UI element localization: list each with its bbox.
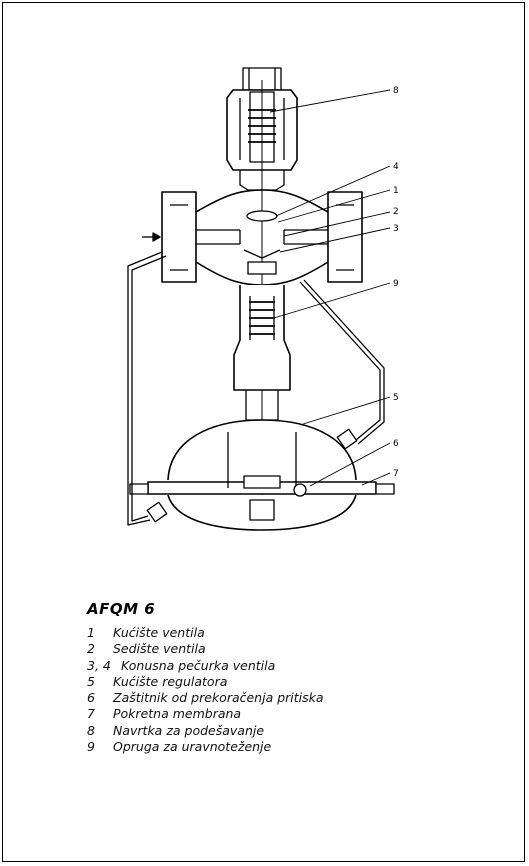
legend-number: 8	[87, 722, 95, 738]
legend-text: Sedište ventila	[113, 641, 206, 657]
callout-7: 7	[393, 469, 399, 479]
legend-number: 5	[87, 673, 95, 689]
callout-labels: 8 4 1 2 3 9 5 6 7	[393, 86, 399, 479]
callout-8: 8	[393, 86, 399, 96]
legend-item: 6 Zaštitnik od prekoračenja pritiska	[87, 690, 507, 706]
legend-item: 5 Kućište regulatora	[87, 674, 507, 690]
callout-6: 6	[393, 439, 399, 449]
callout-2: 2	[393, 207, 399, 217]
legend-item: 2 Sedište ventila	[87, 641, 507, 657]
leader-lines	[269, 89, 391, 487]
legend-number: 2	[87, 641, 95, 657]
parts-legend: 1 Kućište ventila 2 Sedište ventila 3, 4 Ko…	[87, 625, 507, 755]
legend-text: Zaštitnik od prekoračenja pritiska	[113, 690, 324, 706]
legend-item: 3, 4 Konusna pečurka ventila	[87, 658, 507, 674]
legend-item: 8 Navrtka za podešavanje	[87, 723, 507, 739]
legend-item: 7 Pokretna membrana	[87, 706, 507, 722]
legend-number: 1	[87, 625, 95, 640]
legend-text: Kućište regulatora	[113, 673, 228, 689]
legend-text: Pokretna membrana	[113, 706, 242, 722]
legend-item: 9 Opruga za uravnoteženje	[87, 739, 507, 755]
regulator-housing	[129, 419, 395, 531]
callout-3: 3	[393, 224, 399, 234]
legend-text: Navrtka za podešavanje	[113, 722, 265, 738]
figure-title: AFQM 6	[87, 600, 156, 618]
callout-9: 9	[393, 279, 399, 289]
legend-text: Konusna pečurka ventila	[121, 657, 276, 673]
legend-number: 7	[87, 706, 95, 722]
callout-4: 4	[393, 162, 399, 172]
callout-1: 1	[393, 186, 399, 196]
legend-item: 1 Kućište ventila	[87, 625, 507, 641]
legend-number: 3, 4	[87, 657, 111, 673]
impulse-tubes	[127, 251, 385, 526]
valve-body	[142, 189, 363, 286]
legend-number: 6	[87, 690, 95, 706]
legend-text: Opruga za uravnoteženje	[113, 739, 272, 755]
legend-number: 9	[87, 739, 95, 755]
callout-5: 5	[393, 393, 399, 403]
legend-text: Kućište ventila	[113, 625, 205, 640]
